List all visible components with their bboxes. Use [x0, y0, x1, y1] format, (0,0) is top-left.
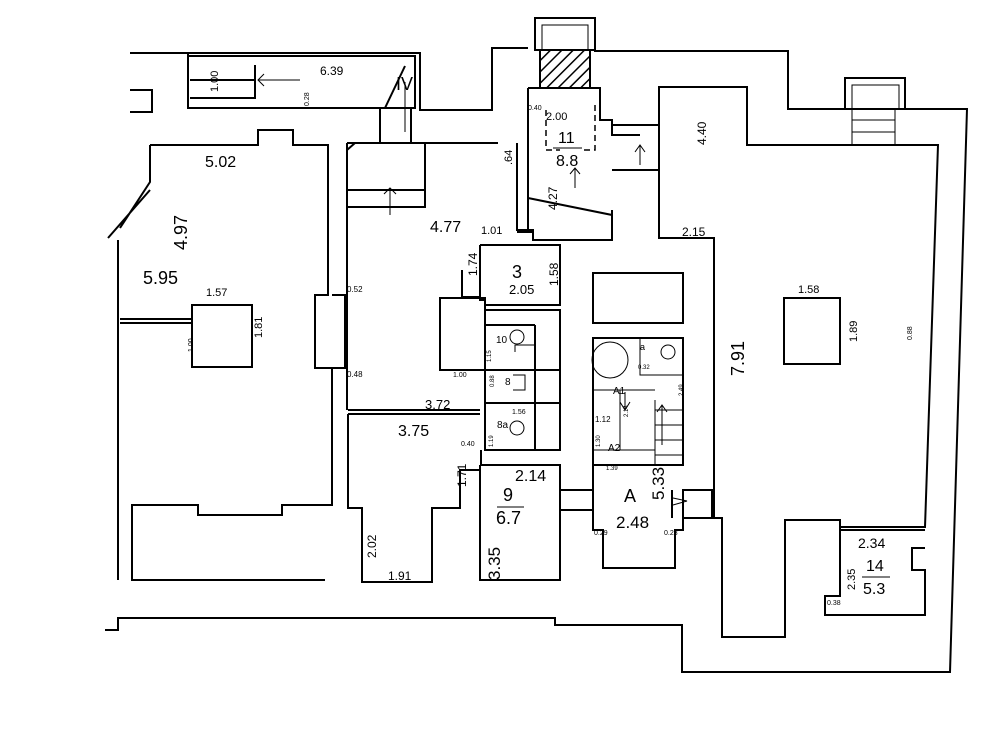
label: 1.91	[388, 569, 412, 583]
label: 6.7	[496, 508, 521, 528]
label: 1.19	[489, 435, 495, 447]
label: 1.00	[188, 338, 195, 352]
label: 2.35	[846, 569, 858, 590]
label: 14	[866, 558, 884, 575]
dimension-labels: 1.00 6.39 0.28 IV 5.02 4.97 5.95 1.57 1.…	[143, 64, 914, 607]
label: 6.39	[320, 64, 344, 78]
label: 2.15	[682, 225, 706, 239]
label: 8	[505, 377, 511, 388]
walls	[105, 17, 969, 673]
label: 8a	[497, 420, 509, 431]
label: 1.89	[848, 321, 860, 342]
label: 0.88	[907, 326, 914, 340]
label: 1.74	[466, 252, 480, 276]
label: 0.52	[347, 285, 363, 294]
label: 1.00	[209, 71, 221, 92]
label: 1.12	[595, 415, 611, 424]
label: 1.81	[253, 317, 265, 338]
label: A	[624, 486, 636, 506]
label: A1	[613, 386, 626, 397]
label: .64	[503, 150, 515, 165]
label: 3.72	[425, 397, 450, 412]
label: 5.3	[863, 581, 885, 598]
label: 0.40	[528, 105, 542, 112]
label: 0.29	[594, 530, 608, 537]
label: 1.15	[487, 350, 493, 362]
label: IV	[396, 74, 413, 94]
label: 2.00	[546, 111, 567, 123]
label: 0.48	[347, 370, 363, 379]
label: 1.01	[481, 225, 502, 237]
label: 7.91	[728, 341, 748, 376]
label: 2.14	[515, 468, 546, 485]
label: 2.34	[858, 535, 885, 551]
label: 2.05	[509, 282, 534, 297]
label: 5.95	[143, 268, 178, 288]
label: 2.14	[624, 405, 630, 417]
label: 10	[496, 335, 508, 346]
label: 3.75	[398, 423, 429, 440]
arrows	[257, 73, 688, 506]
label: 0.23	[664, 530, 678, 537]
label: 0.28	[304, 92, 311, 106]
label: 1.39	[606, 466, 618, 472]
room-fraction-lines	[497, 147, 890, 578]
label: 3	[512, 262, 522, 282]
label: 2.02	[365, 534, 379, 558]
label: 0.88	[490, 375, 496, 387]
label: 2.48	[616, 513, 649, 532]
label: 0.32	[638, 365, 650, 371]
label: 1.00	[453, 372, 467, 379]
label: 5.33	[649, 467, 668, 500]
label: 0.38	[827, 600, 841, 607]
label: 9	[503, 485, 513, 505]
label: 1.57	[206, 287, 227, 299]
label: 11	[558, 130, 575, 147]
label: A2	[608, 443, 621, 454]
label: a	[640, 342, 645, 352]
label: 4.77	[430, 219, 461, 236]
label: 8.8	[556, 153, 578, 170]
label: 5.02	[205, 154, 236, 171]
label: 2.49	[679, 384, 685, 396]
label: 0.40	[461, 441, 475, 448]
label: 1.58	[547, 262, 561, 286]
label: 1.56	[512, 409, 526, 416]
label: 1.71	[455, 463, 469, 487]
label: 4.97	[171, 215, 191, 250]
label: 3.35	[485, 547, 504, 580]
label: 1.30	[596, 435, 602, 447]
label: 4.27	[546, 186, 560, 210]
label: 4.40	[695, 121, 709, 145]
label: 1.58	[798, 284, 819, 296]
